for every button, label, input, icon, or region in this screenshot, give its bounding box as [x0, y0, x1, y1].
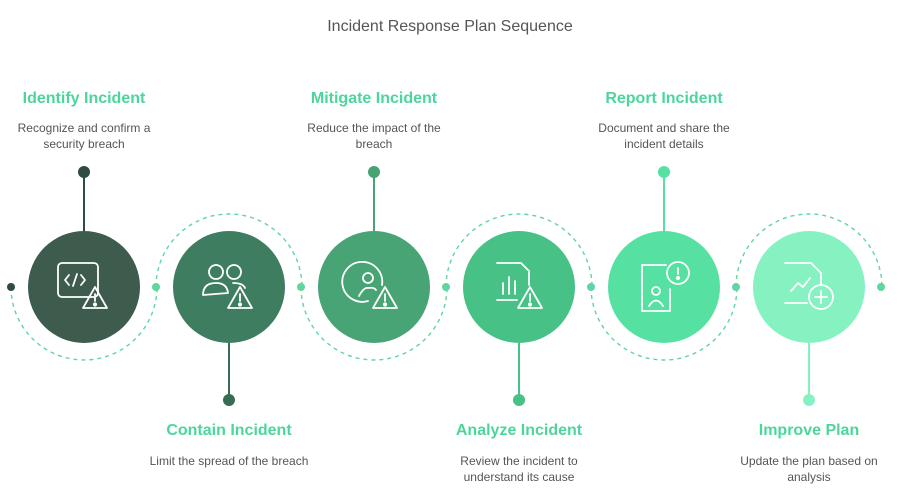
step-title-analyze: Analyze Incident	[455, 422, 583, 439]
junction-dot	[442, 283, 450, 291]
junction-dot	[732, 283, 740, 291]
step-description-line: Limit the spread of the breach	[149, 454, 309, 468]
step-description-line: Update the plan based on	[740, 454, 878, 468]
step-title-mitigate: Mitigate Incident	[310, 90, 438, 107]
dashed-arc	[735, 213, 883, 288]
step-circle	[608, 231, 720, 343]
stem-dot	[658, 166, 670, 178]
step-title-contain: Contain Incident	[166, 422, 292, 439]
document-plus-icon	[784, 262, 834, 310]
users-warning-icon	[202, 264, 253, 309]
dashed-arc	[155, 213, 303, 288]
stem-dot	[368, 166, 380, 178]
junction-dot	[7, 283, 15, 291]
step-description-analyze: Review the incident to understand its ca…	[434, 453, 604, 485]
step-title-identify: Identify Incident	[22, 90, 146, 107]
step-title-report: Report Incident	[605, 90, 723, 107]
step-circle	[463, 231, 575, 343]
step-description-line: understand its cause	[463, 470, 575, 484]
mobile-report-icon	[641, 261, 690, 312]
junction-dot	[152, 283, 160, 291]
user-warning-icon	[341, 260, 398, 309]
step-description-line: breach	[355, 137, 393, 151]
step-description-line: Recognize and confirm a	[17, 121, 151, 135]
stem-dot	[78, 166, 90, 178]
step-icons	[57, 260, 834, 312]
chart-warning-icon	[496, 262, 543, 309]
stem-dot	[803, 394, 815, 406]
dashed-arc	[10, 286, 158, 361]
step-circle	[753, 231, 865, 343]
step-description-line: incident details	[624, 137, 704, 151]
step-circle	[28, 231, 140, 343]
dashed-arc	[300, 286, 448, 361]
step-circle	[318, 231, 430, 343]
step-description-line: security breach	[43, 137, 125, 151]
step-circle	[173, 231, 285, 343]
stem-dot	[513, 394, 525, 406]
dashed-arc	[590, 286, 738, 361]
step-description-identify: Recognize and confirm a security breach	[0, 120, 169, 152]
step-title-improve: Improve Plan	[758, 422, 860, 439]
stem-dot	[223, 394, 235, 406]
diagram-title: Incident Response Plan Sequence	[327, 18, 573, 35]
step-description-line: Document and share the	[598, 121, 730, 135]
step-description-contain: Limit the spread of the breach	[144, 453, 314, 469]
step-description-line: Reduce the impact of the	[307, 121, 441, 135]
step-description-mitigate: Reduce the impact of the breach	[289, 120, 459, 152]
step-description-report: Document and share the incident details	[579, 120, 749, 152]
step-circles	[28, 231, 865, 343]
dashed-arc	[445, 213, 593, 288]
step-description-improve: Update the plan based on analysis	[724, 453, 894, 485]
stem-lines	[78, 166, 815, 406]
step-description-line: Review the incident to	[460, 454, 578, 468]
junction-dot	[587, 283, 595, 291]
junction-dot	[877, 283, 885, 291]
dashed-connectors	[7, 213, 885, 361]
step-description-line: analysis	[787, 470, 831, 484]
junction-dot	[297, 283, 305, 291]
code-warning-icon	[57, 262, 108, 309]
